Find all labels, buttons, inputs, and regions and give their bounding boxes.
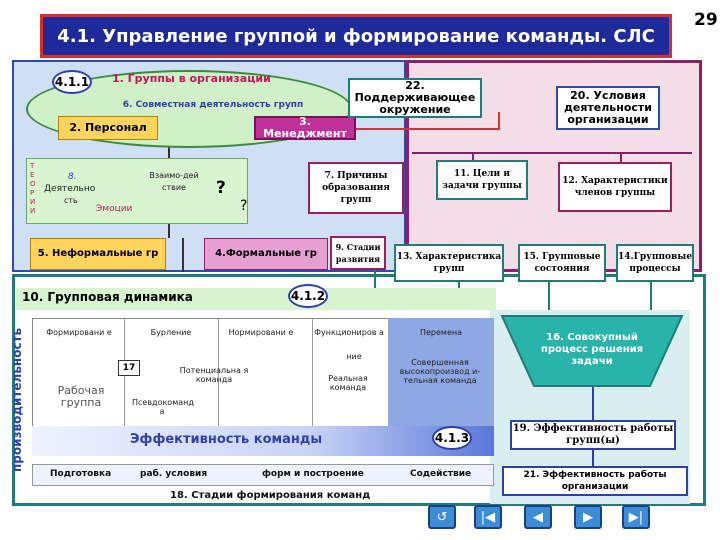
page-number: 29 — [694, 10, 718, 30]
group-dynamics-title: 10. Групповая динамика — [22, 290, 193, 304]
cumulative-process-label: 16. Совокупный процесс решения задачи — [540, 332, 644, 367]
question-mark: ? — [240, 198, 248, 214]
theories-label: Т Е О Р И И — [30, 162, 36, 215]
group-processes-box: 14.Групповые процессы — [616, 244, 694, 282]
connector — [620, 152, 622, 164]
facilitation-step: Содействие — [410, 469, 472, 479]
high-performance-team-label: Совершенная высокопроизвод и-тельная ком… — [399, 358, 481, 385]
badge-4-1-1: 4.1.1 — [52, 70, 92, 94]
next-slide-button[interactable]: ▶ — [574, 505, 602, 529]
cumulative-process-funnel — [500, 315, 684, 387]
activity-label-end: сть — [64, 196, 78, 205]
joint-activity-label: 6. Совместная деятельность групп — [122, 100, 304, 110]
formal-groups-box: 4.Формальные гр — [204, 238, 328, 270]
connector — [592, 440, 594, 466]
emotions-label: Эмоции — [96, 204, 133, 214]
pseudo-team-label: Псевдокоманд а — [132, 398, 194, 416]
stage-divider — [312, 318, 313, 426]
team-efficiency-label: Эффективность команды — [130, 432, 323, 447]
team-formation-stages-caption: 18. Стадии формирования команд — [170, 490, 371, 501]
connector — [548, 282, 550, 310]
page-title: 4.1. Управление группой и формирование к… — [40, 14, 672, 58]
connector — [300, 128, 500, 130]
personnel-box: 2. Персонал — [58, 116, 158, 140]
productivity-axis-label: производительность — [10, 327, 24, 472]
connector — [374, 236, 376, 306]
team-efficiency-band — [32, 426, 494, 456]
working-group-label: Рабочая группа — [57, 384, 105, 409]
interaction-label: Взаимо-дей ствие — [149, 171, 199, 192]
development-stages-box: 9. Стадии развития — [330, 236, 386, 270]
badge-4-1-3: 4.1.3 — [432, 426, 472, 450]
groups-in-org-label: 1. Группы в организации — [112, 72, 271, 85]
stage-change: Перемена — [419, 328, 463, 337]
group-goals-box: 11. Цели и задачи группы — [436, 160, 528, 200]
stage-divider — [218, 318, 219, 426]
preparation-stages-bar — [32, 464, 494, 486]
badge-4-1-2: 4.1.2 — [288, 284, 328, 308]
formation-step: форм и построение — [262, 469, 364, 479]
last-slide-button[interactable]: ▶| — [622, 505, 650, 529]
team-curve-marker: 17 — [118, 360, 140, 376]
org-conditions-box: 20. Условия деятельности организации — [556, 86, 660, 130]
connector — [412, 152, 692, 154]
question-mark: ? — [216, 178, 226, 198]
connector — [498, 112, 500, 130]
activity-number: 8. — [68, 172, 77, 182]
previous-slide-button[interactable]: ◀ — [524, 505, 552, 529]
group-characteristics-box: 13. Характеристика групп — [394, 244, 504, 282]
connector — [472, 152, 474, 164]
preparation-step: Подготовка — [50, 469, 112, 479]
work-conditions-step: раб. условия — [140, 469, 208, 479]
activity-label: Деятельно — [44, 184, 96, 194]
stage-storming: Бурление — [150, 328, 192, 337]
theories-panel — [26, 158, 248, 224]
connector — [592, 386, 594, 420]
connector — [650, 282, 652, 310]
org-efficiency-box: 21. Эффективность работы организации — [502, 466, 688, 496]
first-slide-button[interactable]: |◀ — [474, 505, 502, 529]
member-characteristics-box: 12. Характеристики членов группы — [558, 162, 672, 212]
stage-performing: Функциониров а — [314, 328, 384, 337]
real-team-label: Реальная команда — [328, 374, 368, 392]
return-button[interactable]: ↺ — [428, 505, 456, 529]
connector — [182, 238, 184, 272]
stage-norming: Нормировани е — [228, 328, 294, 337]
potential-team-label: Потенциальна я команда — [179, 366, 249, 384]
stage-forming: Формировани е — [46, 328, 112, 337]
supporting-environment-box: 22. Поддерживающее окружение — [348, 78, 482, 118]
management-box: 3. Менеджмент — [254, 116, 356, 140]
group-efficiency-box: 19. Эффективность работы групп(ы) — [510, 420, 676, 450]
group-states-box: 15. Групповые состояния — [518, 244, 606, 282]
group-formation-reasons-box: 7. Причины образования групп — [308, 162, 404, 214]
stage-performing-end: ние — [346, 352, 362, 361]
dynamics-title-bar — [16, 288, 496, 310]
informal-groups-box: 5. Неформальные гр — [30, 238, 166, 270]
